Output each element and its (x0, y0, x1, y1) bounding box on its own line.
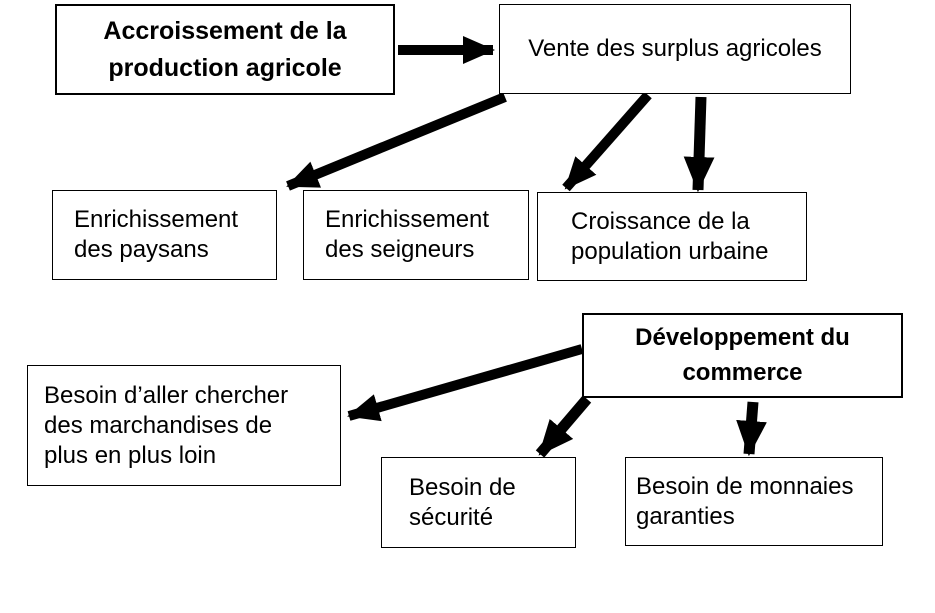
node-label-marchandises: Besoin d’aller chercher des marchandises… (44, 381, 289, 469)
node-accroissement-production-agricole: Accroissement de la production agricole (55, 4, 395, 95)
node-label-seigneurs: Enrichissement des seigneurs (325, 206, 490, 263)
node-label-securite: Besoin de sécurité (409, 473, 516, 531)
arrow-developpement-to-monnaies (736, 401, 767, 457)
node-label-monnaies: Besoin de monnaies garanties (636, 472, 854, 530)
node-besoin-securite: Besoin de sécurité (381, 457, 576, 548)
node-label-accroissement: Accroissement de la production agricole (103, 17, 347, 82)
node-label-croissance: Croissance de la population urbaine (571, 207, 769, 265)
node-label-developpement: Développement du commerce (635, 323, 850, 386)
node-vente-surplus-agricoles: Vente des surplus agricoles (499, 4, 851, 94)
node-enrichissement-paysans: Enrichissement des paysans (52, 190, 277, 280)
arrow-developpement-to-marchandises (347, 344, 584, 422)
arrow-vente-to-croissance-right (683, 96, 715, 193)
node-label-vente: Vente des surplus agricoles (528, 35, 822, 62)
arrow-vente-to-paysans (286, 92, 507, 191)
node-enrichissement-seigneurs: Enrichissement des seigneurs (303, 190, 529, 280)
arrow-vente-to-croissance-left (562, 91, 652, 192)
arrow-developpement-to-securite (535, 395, 592, 458)
node-label-paysans: Enrichissement des paysans (74, 206, 239, 263)
node-besoin-monnaies: Besoin de monnaies garanties (625, 457, 883, 546)
node-croissance-population-urbaine: Croissance de la population urbaine (537, 192, 807, 281)
node-developpement-commerce: Développement du commerce (582, 313, 903, 398)
node-besoin-marchandises: Besoin d’aller chercher des marchandises… (27, 365, 341, 486)
